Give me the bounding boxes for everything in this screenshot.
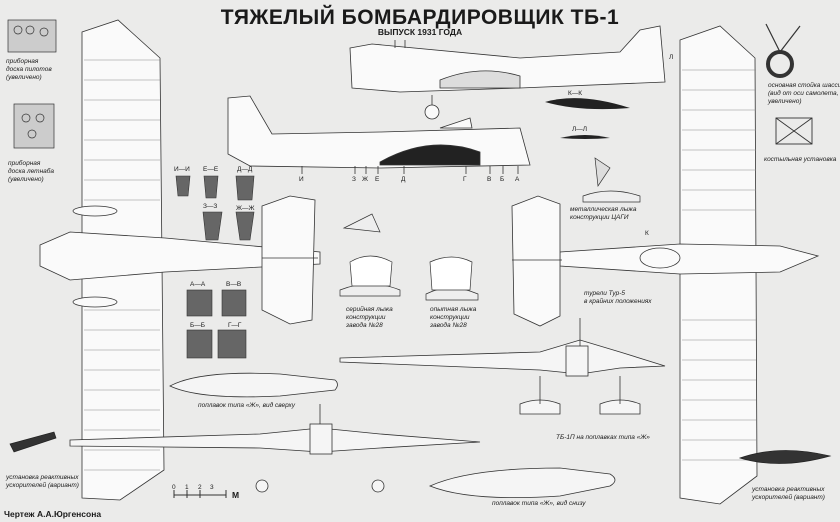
station-label: А [515,176,520,183]
station-label: З [352,176,356,183]
skis [339,157,641,301]
section-label-b-b: Б—Б [190,322,206,329]
caption-turret: турели Тур-5 в крайних положениях [584,290,652,305]
section-mark-k: К [645,230,649,237]
caption-main-gear: основная стойка шасси (вид от оси самоле… [768,82,840,105]
section-mark-l: Л [669,54,674,61]
navigator-panel-icon [13,103,55,149]
front-view-bottom [69,404,481,493]
station-label: Б [500,176,505,183]
station-ticks [301,166,519,174]
side-view-upper [349,25,666,120]
pilot-panel-icon [7,19,57,53]
section-label-k-k: К—К [568,90,583,97]
caption-floatplane: ТБ-1П на поплавках типа «Ж» [556,434,650,441]
float-top [169,372,338,398]
section-label-l-l: Л—Л [572,126,588,133]
caption-float-bottom: поплавок типа «Ж», вид снизу [492,500,586,507]
caption-prototype-ski: опытная лыжа конструкции завода №28 [430,306,477,329]
scale-tick-label: 0 [172,484,176,491]
float-bottom [428,467,616,499]
caption-tsagi-ski: металлическая лыжа конструкции ЦАГИ [570,206,637,221]
drawing-subtitle: ВЫПУСК 1931 ГОДА [377,27,463,37]
plan-view-bottom [511,25,820,505]
caption-float-top: поплавок типа «Ж», вид сверху [198,402,296,409]
drawing-title: ТЯЖЕЛЫЙ БОМБАРДИРОВЩИК ТБ-1 [220,6,620,29]
caption-tail-skid: костыльная установка [764,156,837,163]
caption-rocket-right: установка реактивных ускорителей (вариан… [752,486,825,501]
station-label: Д [401,176,406,183]
section-label-e-e: Е—Е [203,166,219,173]
scale-unit: М [232,490,240,500]
station-label: В [487,176,492,183]
section-label-zh-zh: Ж—Ж [236,205,255,212]
section-label-z-z: З—З [203,203,218,210]
scale-bar [173,490,227,498]
side-view-lower [227,95,531,169]
scale-tick-label: 1 [185,484,189,491]
airfoil-l-l [560,135,610,139]
rocket-installations [9,431,832,464]
station-label: Ж [362,176,369,183]
plan-view-top [39,19,321,501]
section-label-i-i: И—И [174,166,190,173]
station-label: Е [375,176,380,183]
main-gear-icon [765,23,801,78]
airfoil-k-k [545,98,630,110]
caption-rocket-left: установка реактивных ускорителей (вариан… [6,474,79,489]
scale-tick-label: 2 [198,484,202,491]
tail-skid-icon [775,117,813,145]
floatplane-front-view [339,318,666,415]
caption-serial-ski: серийная лыжа конструкции завода №28 [346,306,393,329]
station-label: И [299,176,304,183]
section-label-d-d: Д—Д [237,166,253,173]
caption-pilot-panel: приборная доска пилотов (увеличено) [6,58,52,81]
fuselage-sections [175,175,255,359]
caption-navigator-panel: приборная доска летнаба (увеличено) [8,160,55,183]
section-label-g-g: Г—Г [228,322,242,329]
drawing-credit: Чертеж А.А.Юргенсона [4,509,102,519]
section-label-v-v: В—В [226,281,242,288]
section-label-a-a: А—А [190,281,206,288]
station-label: Г [463,176,467,183]
scale-tick-label: 3 [210,484,214,491]
